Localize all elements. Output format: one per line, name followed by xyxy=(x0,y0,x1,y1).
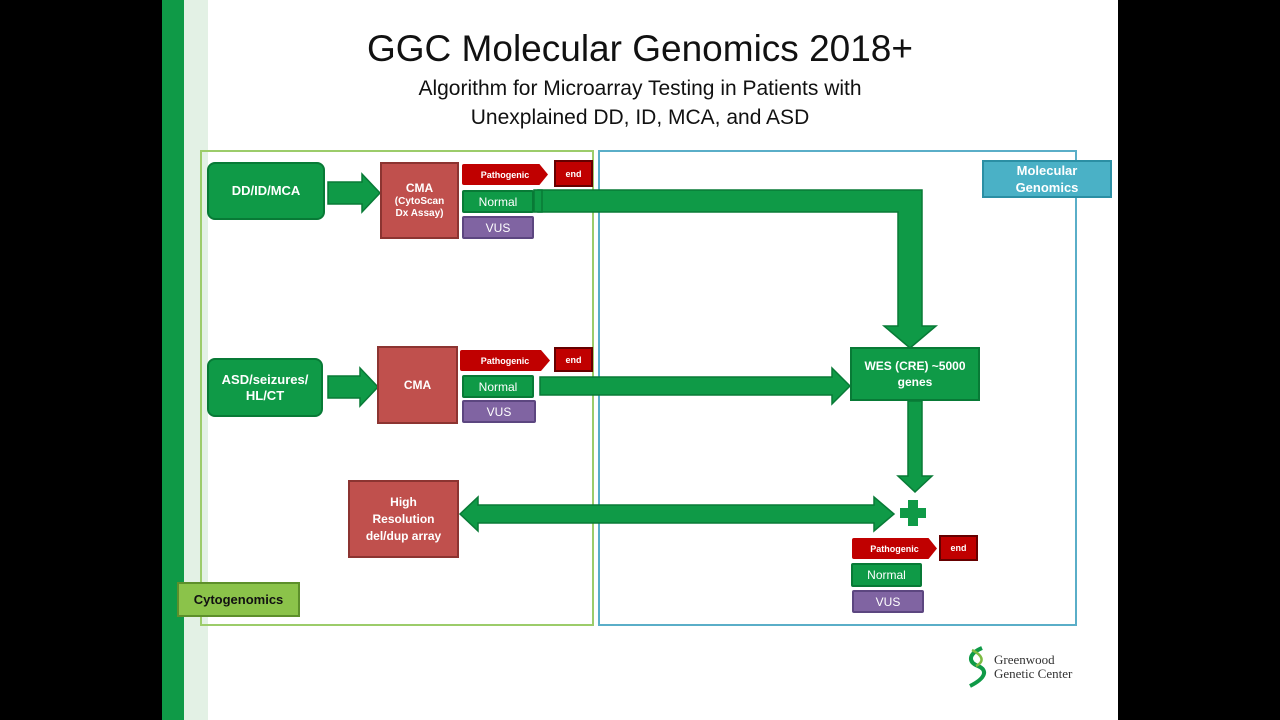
row2-vus: VUS xyxy=(462,400,536,423)
entry-asd-line-2: HL/CT xyxy=(245,387,285,403)
arrow-row2-entry xyxy=(327,366,380,408)
row3-vus: VUS xyxy=(852,590,924,613)
entry-dd-id-mca-label: DD/ID/MCA xyxy=(231,183,301,198)
cytogenomics-label: Cytogenomics xyxy=(177,582,300,617)
logo-line-1: Greenwood xyxy=(994,652,1055,667)
cma-cytoscan-box: CMA (CytoScan Dx Assay) xyxy=(380,162,459,239)
cma-sub-label-2: Dx Assay) xyxy=(395,208,444,219)
high-res-line-1: High xyxy=(390,494,417,509)
molecular-label-line-2: Genomics xyxy=(1015,180,1079,195)
cma-box-row2: CMA xyxy=(377,346,458,424)
row2-end: end xyxy=(554,347,593,372)
row3-normal: Normal xyxy=(851,563,922,587)
slide-title: GGC Molecular Genomics 2018+ xyxy=(367,28,913,69)
left-accent-stripe xyxy=(162,0,184,720)
arrow-normal-to-wes-elbow xyxy=(537,189,939,349)
high-resolution-array-box: High Resolution del/dup array xyxy=(348,480,459,558)
arrow-row1-entry xyxy=(327,172,382,214)
subtitle-line-1: Algorithm for Microarray Testing in Pati… xyxy=(418,77,862,100)
entry-dd-id-mca: DD/ID/MCA xyxy=(207,162,325,220)
row3-pathogenic: Pathogenic xyxy=(852,538,937,559)
row1-normal: Normal xyxy=(462,190,534,213)
connector-row1-normal xyxy=(533,189,543,213)
cma-row2-label: CMA xyxy=(403,377,432,392)
molecular-label-line-1: Molecular xyxy=(1016,163,1078,178)
arrow-row2-normal-to-wes xyxy=(539,366,852,406)
entry-asd-seizures: ASD/seizures/ HL/CT xyxy=(207,358,323,417)
wes-box: WES (CRE) ~5000 genes xyxy=(850,347,980,401)
logo-line-2: Genetic Center xyxy=(994,666,1073,681)
row2-normal: Normal xyxy=(462,375,534,398)
subtitle-line-2: Unexplained DD, ID, MCA, and ASD xyxy=(470,106,810,129)
slide-subtitle: Algorithm for Microarray Testing in Pati… xyxy=(162,74,1118,132)
row1-end: end xyxy=(554,160,593,187)
entry-asd-line-1: ASD/seizures/ xyxy=(221,371,309,387)
cma-label: CMA xyxy=(405,181,434,195)
slide: GGC Molecular Genomics 2018+ Algorithm f… xyxy=(162,0,1118,720)
arrow-wes-down xyxy=(896,400,934,494)
cma-sub-label-1: (CytoScan xyxy=(394,196,445,207)
helix-logo-icon xyxy=(969,646,987,688)
logo-text: Greenwood Genetic Center xyxy=(994,653,1072,681)
high-res-line-2: Resolution xyxy=(372,511,435,526)
row1-pathogenic: Pathogenic xyxy=(462,164,548,185)
arrow-highres-double xyxy=(458,495,896,533)
wes-label-line-2: genes xyxy=(897,375,933,389)
plus-icon xyxy=(900,500,926,526)
molecular-genomics-label: Molecular Genomics xyxy=(982,160,1112,198)
greenwood-logo: Greenwood Genetic Center xyxy=(964,646,1072,688)
row1-vus: VUS xyxy=(462,216,534,239)
row2-pathogenic: Pathogenic xyxy=(460,350,550,371)
row3-end: end xyxy=(939,535,978,561)
wes-label-line-1: WES (CRE) ~5000 xyxy=(864,359,966,373)
high-res-line-3: del/dup array xyxy=(365,528,442,543)
flow-arrows xyxy=(327,172,939,533)
